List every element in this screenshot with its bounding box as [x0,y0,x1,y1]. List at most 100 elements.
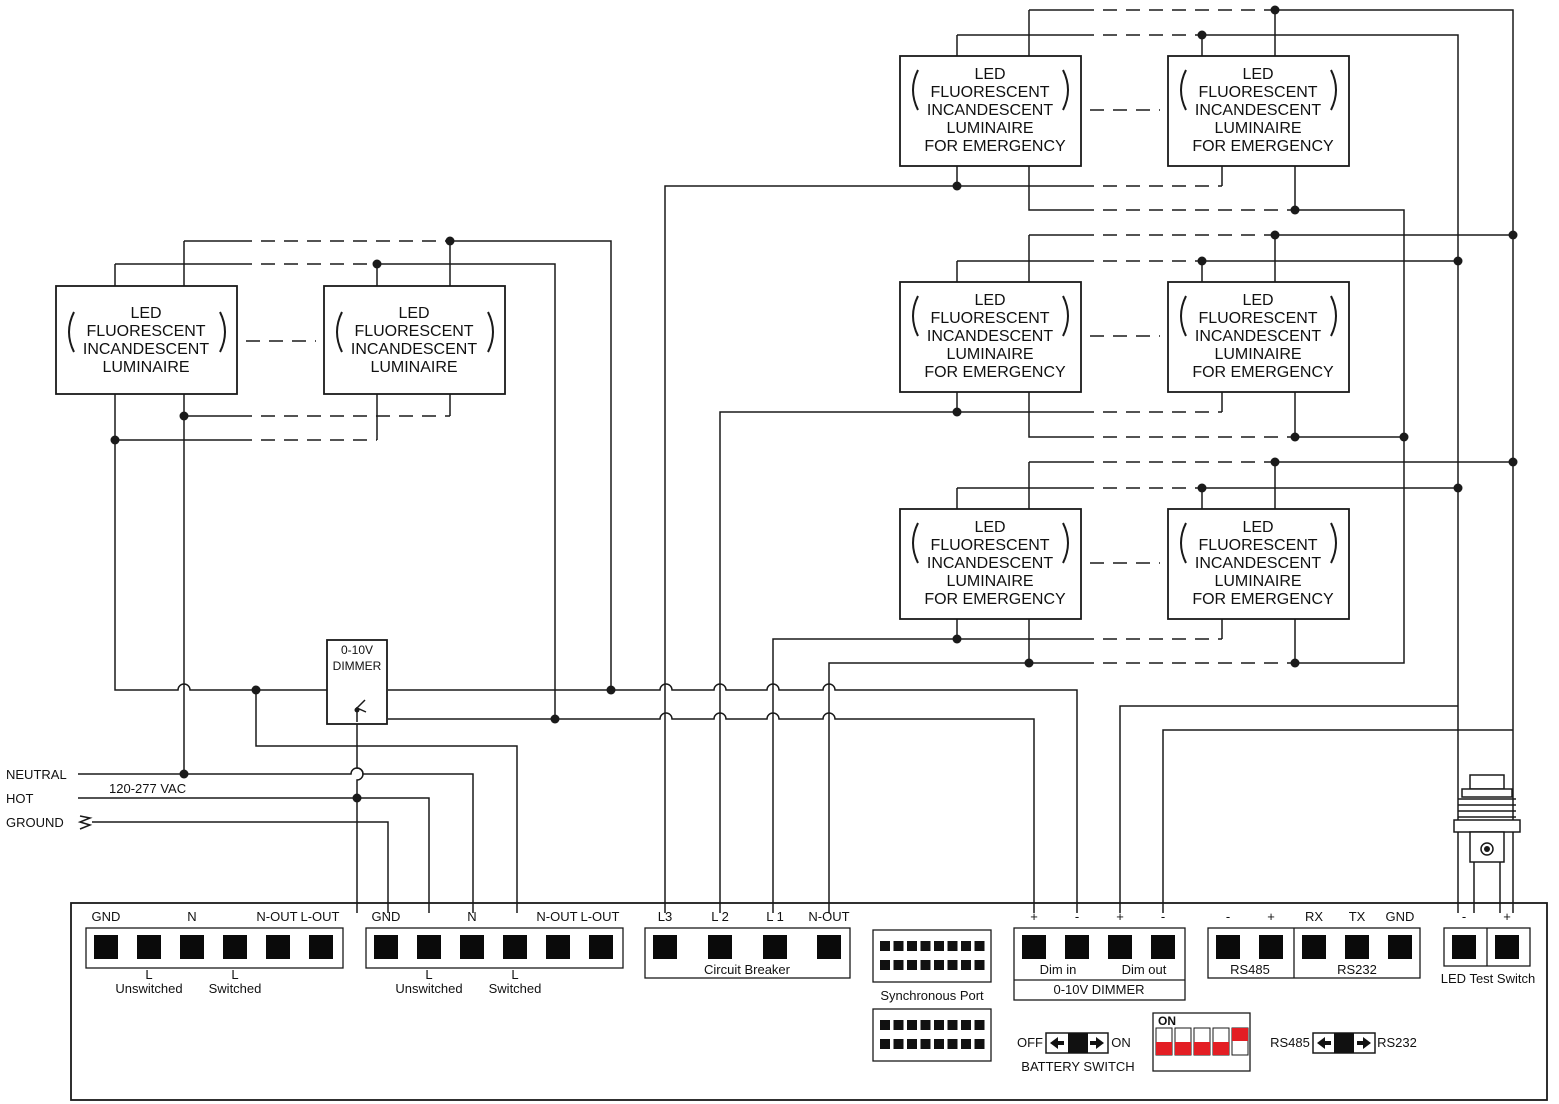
sync-pin [920,941,931,951]
svg-text:BATTERY SWITCH: BATTERY SWITCH [1021,1059,1134,1074]
sync-pin [961,1039,971,1049]
terminal-block-2: GND N N-OUT L-OUT L Unswitched L Switche… [365,909,624,996]
svg-text:L3: L3 [658,909,672,924]
luminaire-label: FLUORESCENT [1198,84,1317,101]
sync-pin [920,1020,931,1030]
luminaire-label: FOR EMERGENCY [924,364,1066,381]
luminaire-label: LUMINAIRE [1214,346,1301,363]
comm-mode-switch[interactable]: RS485 RS232 [1270,1032,1417,1054]
dip-lever[interactable] [1156,1042,1172,1055]
svg-text:+: + [1503,909,1511,924]
sync-pin [893,1039,904,1049]
svg-text:Synchronous Port: Synchronous Port [880,988,984,1003]
svg-text:GND: GND [372,909,401,924]
luminaire-label: LUMINAIRE [1214,573,1301,590]
svg-text:L: L [145,967,152,982]
svg-text:0-10V: 0-10V [341,643,373,657]
neutral-label: NEUTRAL [6,767,67,782]
luminaire-label: FLUORESCENT [930,310,1049,327]
luminaire-label: LED [1242,519,1273,536]
luminaire-label: LED [1242,66,1273,83]
luminaire-label: FLUORESCENT [930,84,1049,101]
svg-text:L: L [425,967,432,982]
svg-text:Dim out: Dim out [1122,962,1167,977]
sync-pin [907,941,917,951]
sync-pin [934,960,944,970]
sync-pin [961,1020,971,1030]
sync-pin [907,960,917,970]
junction-dots [110,5,1518,803]
terminal-block-1: GND N N-OUT L-OUT L Unswitched L Switche… [85,909,344,996]
svg-text:LED: LED [130,305,161,322]
sync-pin [961,941,971,951]
sync-pin [907,1039,917,1049]
synchronous-port: Synchronous Port [872,929,992,1062]
svg-text:N: N [467,909,476,924]
dip-lever[interactable] [1194,1042,1210,1055]
luminaire-label: INCANDESCENT [927,555,1053,572]
luminaire-label: FOR EMERGENCY [924,591,1066,608]
arrow-left-icon [1317,1037,1331,1049]
svg-text:DIMMER: DIMMER [333,659,382,673]
sync-pin [947,960,958,970]
arrow-right-icon [1357,1037,1371,1049]
circuit-breaker-block: L3 L 2 L 1 N-OUT Circuit Breaker [644,909,851,979]
svg-text:L: L [231,967,238,982]
svg-text:RS232: RS232 [1337,962,1377,977]
svg-text:-: - [1226,909,1230,924]
luminaire-label: LUMINAIRE [946,346,1033,363]
luminaire-label: LUMINAIRE [946,573,1033,590]
ground-label: GROUND [6,815,64,830]
svg-text:ON: ON [1158,1014,1176,1028]
svg-text:Switched: Switched [489,981,542,996]
sync-pin [974,941,985,951]
luminaire-label: LUMINAIRE [1214,120,1301,137]
dimmer-0-10v: 0-10V DIMMER [326,639,388,725]
svg-text:LED Test Switch: LED Test Switch [1441,971,1535,986]
svg-text:L-OUT: L-OUT [581,909,620,924]
svg-text:OFF: OFF [1017,1035,1043,1050]
svg-text:-: - [1075,909,1079,924]
dip-lever[interactable] [1232,1028,1248,1041]
arrow-right-icon [1090,1037,1104,1049]
luminaire-label: LED [1242,292,1273,309]
svg-text:Circuit Breaker: Circuit Breaker [704,962,791,977]
voltage-label: 120-277 VAC [109,781,186,796]
dimmer-terminal-block: + - + - Dim in Dim out 0-10V DIMMER [1013,909,1186,1001]
dip-lever[interactable] [1175,1042,1191,1055]
communication-block: - + RX TX GND RS485 RS232 [1207,909,1421,979]
svg-text:RS485: RS485 [1270,1035,1310,1050]
dip-switch[interactable]: ON [1152,1012,1251,1072]
battery-switch[interactable]: OFF ON BATTERY SWITCH [1017,1032,1135,1074]
led-test-switch-icon [1453,774,1521,863]
svg-text:INCANDESCENT: INCANDESCENT [351,341,477,358]
dip-lever[interactable] [1213,1042,1229,1055]
svg-text:GND: GND [1386,909,1415,924]
svg-text:L 2: L 2 [711,909,729,924]
svg-text:RS232: RS232 [1377,1035,1417,1050]
svg-text:Unswitched: Unswitched [395,981,462,996]
luminaire-label: INCANDESCENT [1195,328,1321,345]
svg-text:TX: TX [1349,909,1366,924]
luminaire-label: FOR EMERGENCY [1192,591,1334,608]
luminaire-label: LED [974,292,1005,309]
svg-text:N-OUT: N-OUT [536,909,577,924]
svg-text:RX: RX [1305,909,1323,924]
luminaire-label: LED [974,66,1005,83]
svg-text:+: + [1116,909,1124,924]
luminaire-label: FLUORESCENT [930,537,1049,554]
svg-text:LUMINAIRE: LUMINAIRE [102,359,189,376]
luminaire-label: INCANDESCENT [927,328,1053,345]
svg-text:-: - [1161,909,1165,924]
svg-text:+: + [1267,909,1275,924]
svg-text:RS485: RS485 [1230,962,1270,977]
luminaire-label: FLUORESCENT [1198,537,1317,554]
svg-text:FLUORESCENT: FLUORESCENT [86,323,205,340]
svg-text:ON: ON [1111,1035,1131,1050]
svg-text:L-OUT: L-OUT [301,909,340,924]
luminaire-label: FLUORESCENT [1198,310,1317,327]
